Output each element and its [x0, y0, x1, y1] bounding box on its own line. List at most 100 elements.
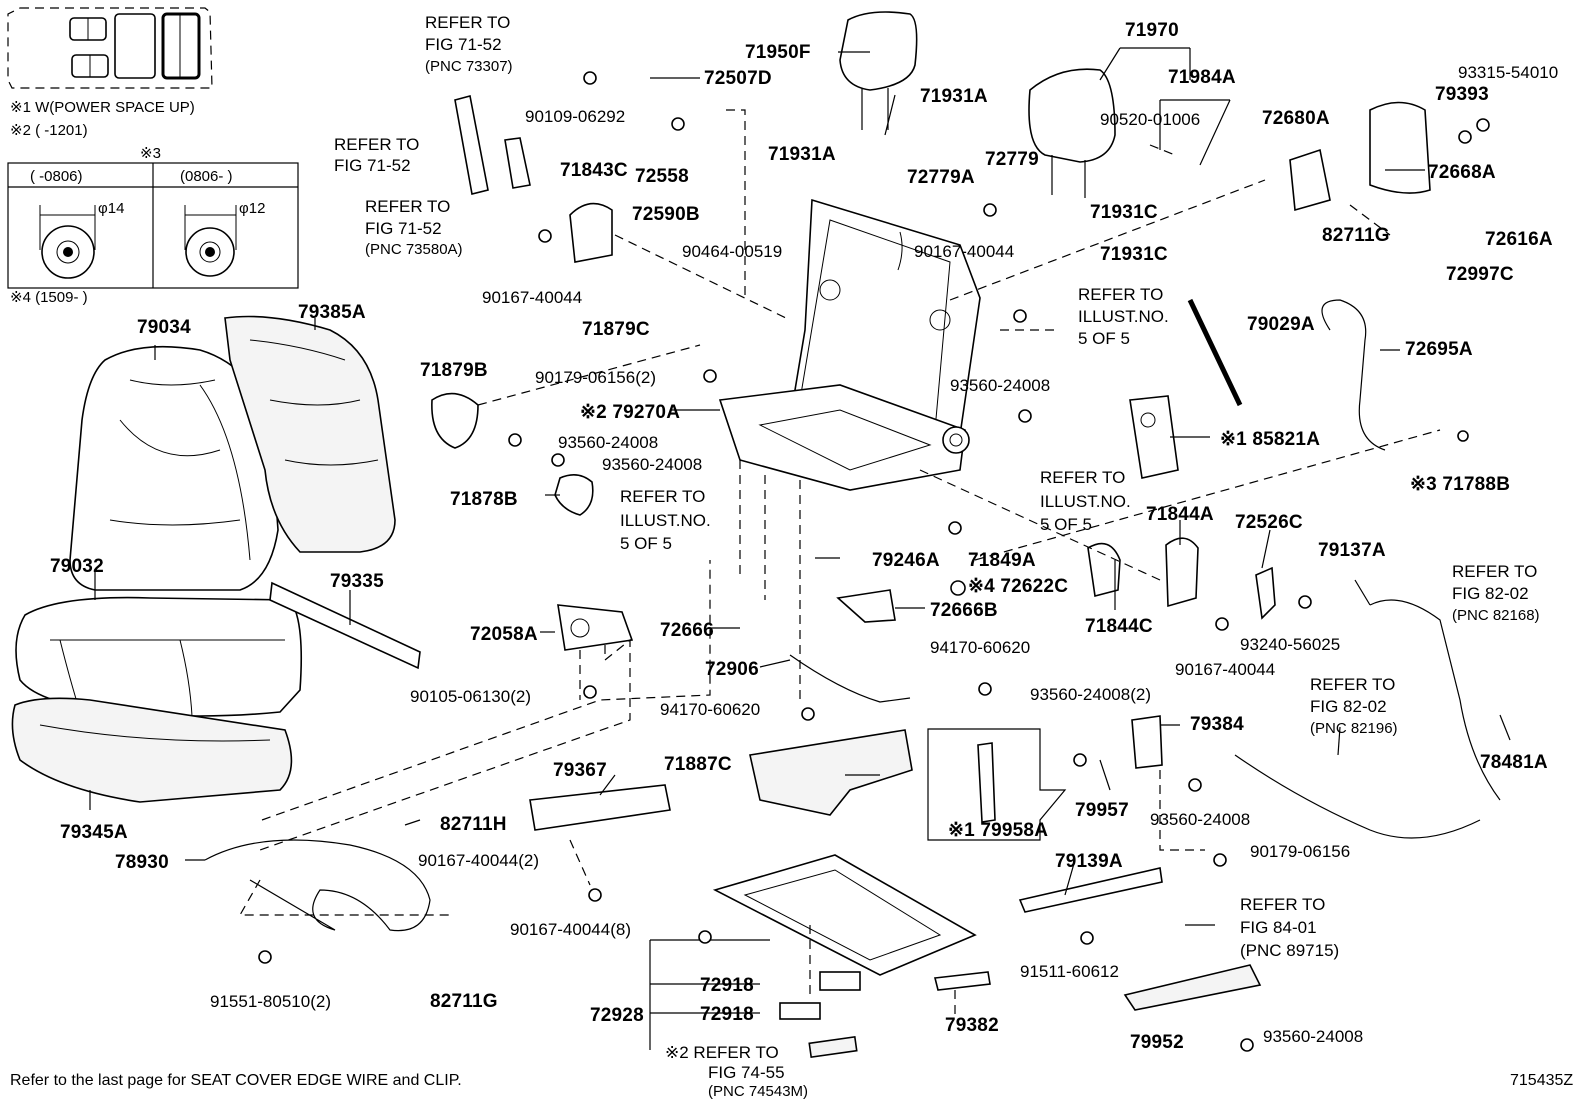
callout-79393: 79393 — [1435, 84, 1489, 105]
callout-91551-80510-2: 91551-80510(2) — [210, 992, 331, 1011]
callout-90167-40044-a: 90167-40044 — [482, 288, 582, 307]
svg-text:FIG 71-52: FIG 71-52 — [334, 156, 411, 175]
callout-79384: 79384 — [1190, 714, 1244, 735]
callout-78481A: 78481A — [1480, 752, 1548, 773]
vehicle-seat-map-icon — [69, 12, 201, 80]
callout-79335: 79335 — [330, 571, 384, 592]
svg-text:REFER TO: REFER TO — [334, 135, 419, 154]
wire-72906 — [789, 654, 911, 703]
plate-79382 — [934, 971, 991, 991]
svg-text:(PNC 74543M): (PNC 74543M) — [708, 1083, 808, 1099]
callout-79958A: ※1 79958A — [948, 820, 1048, 841]
callout-90109-06292: 90109-06292 — [525, 107, 625, 126]
refer-to-fig-82-02-a: REFER TO FIG 82-02 (PNC 82168) — [1452, 562, 1540, 624]
refer-to-fig-84-01: REFER TO FIG 84-01 (PNC 89715) — [1240, 895, 1339, 960]
callout-91511-60612: 91511-60612 — [1020, 962, 1119, 981]
callout-71970: 71970 — [1125, 20, 1179, 41]
refer-to-fig-82-02-b: REFER TO FIG 82-02 (PNC 82196) — [1310, 675, 1398, 737]
seat-cushion-pad-79345A — [11, 697, 293, 803]
callout-71950F: 71950F — [745, 42, 811, 63]
cover-71844C — [1087, 542, 1121, 597]
callout-71887C: 71887C — [664, 754, 732, 775]
cover-79952 — [1123, 964, 1262, 1011]
refer-to-fig-74-55: ※2 REFER TO FIG 74-55 (PNC 74543M) — [665, 1043, 808, 1099]
svg-text:REFER TO: REFER TO — [1240, 895, 1325, 914]
callout-90167-40044-8: 90167-40044(8) — [510, 920, 631, 939]
footer-note: Refer to the last page for SEAT COVER ED… — [10, 1072, 462, 1089]
callout-71879C: 71879C — [582, 319, 650, 340]
callout-72666: 72666 — [660, 620, 714, 641]
callout-82711H: 82711H — [440, 814, 507, 835]
callout-72779: 72779 — [985, 149, 1039, 170]
callout-72680A: 72680A — [1262, 108, 1330, 129]
callout-93560-24008-2: 93560-24008(2) — [1030, 685, 1151, 704]
callout-71931C-2: 71931C — [1100, 244, 1168, 265]
callout-labels: 71950F 72507D 90109-06292 72558 71843C 7… — [50, 20, 1558, 1053]
seat-cushion-frame-79270A — [718, 384, 970, 491]
seat-cushion-cover-79032 — [15, 596, 302, 717]
svg-text:(PNC 73580A): (PNC 73580A) — [365, 241, 463, 258]
callout-72668A: 72668A — [1428, 162, 1496, 183]
callout-72666B: 72666B — [930, 600, 998, 621]
leader-lines — [89, 47, 1511, 1050]
callout-71931A-2: 71931A — [768, 144, 836, 165]
callout-72058A: 72058A — [470, 624, 538, 645]
callout-79382: 79382 — [945, 1015, 999, 1036]
cover-71878B — [554, 474, 594, 516]
callout-93240-56025: 93240-56025 — [1240, 635, 1340, 654]
washer-diameter-14-icon — [39, 205, 96, 279]
cable-78930 — [204, 839, 431, 932]
callout-72526C: 72526C — [1235, 512, 1303, 533]
callout-90167-40044-b: 90167-40044 — [914, 242, 1014, 261]
callout-79367: 79367 — [553, 760, 607, 781]
callout-72928: 72928 — [590, 1005, 644, 1026]
callout-90464-00519: 90464-00519 — [682, 242, 782, 261]
diameter-14-label: φ14 — [98, 200, 124, 217]
cover-72666B — [836, 589, 896, 623]
callout-72918-1: 72918 — [700, 975, 754, 996]
callout-72918-2: 72918 — [700, 1004, 754, 1025]
washer-diameter-12-icon — [184, 205, 237, 277]
svg-text:5 OF 5: 5 OF 5 — [1078, 329, 1130, 348]
callout-72906: 72906 — [705, 659, 759, 680]
callout-79246A: 79246A — [872, 550, 940, 571]
callout-71878B: 71878B — [450, 489, 518, 510]
assembly-dash-lines — [238, 109, 1441, 1015]
callout-78930: 78930 — [115, 852, 169, 873]
belt-buckle — [454, 95, 531, 195]
callout-93560-24008-b: 93560-24008 — [602, 455, 702, 474]
bracket-72058A — [557, 604, 634, 651]
callout-71788B: ※3 71788B — [1410, 474, 1510, 495]
diameter-12-label: φ12 — [239, 200, 265, 217]
svg-text:FIG 71-52: FIG 71-52 — [365, 219, 442, 238]
headrest-71970 — [1028, 68, 1116, 198]
refer-to-illust-5-of-5-b: REFER TO ILLUST.NO. 5 OF 5 — [1040, 468, 1131, 534]
refer-to-notes: REFER TO FIG 71-52 (PNC 73307) REFER TO … — [334, 13, 1540, 1099]
callout-72622C: ※4 72622C — [968, 576, 1068, 597]
callout-79034: 79034 — [137, 317, 191, 338]
svg-text:REFER TO: REFER TO — [1310, 675, 1395, 694]
svg-text:REFER TO: REFER TO — [620, 487, 705, 506]
callout-71843C: 71843C — [560, 160, 628, 181]
callout-72558: 72558 — [635, 166, 689, 187]
callout-93560-24008-d: 93560-24008 — [1150, 810, 1250, 829]
seat-back-cover-79034 — [69, 345, 279, 591]
callout-79032: 79032 — [50, 556, 104, 577]
svg-text:REFER TO: REFER TO — [365, 197, 450, 216]
callout-71984A: 71984A — [1168, 67, 1236, 88]
callout-71931A-1: 71931A — [920, 86, 988, 107]
legend: ※1 W(POWER SPACE UP) ※2 ( -1201) ※3 ( -0… — [7, 7, 299, 306]
callout-71879B: 71879B — [420, 360, 488, 381]
callout-79270A: ※2 79270A — [580, 402, 680, 423]
callout-72590B: 72590B — [632, 204, 700, 225]
svg-text:REFER TO: REFER TO — [425, 13, 510, 32]
diagram-code: 715435Z — [1510, 1072, 1574, 1089]
callout-94170-60620-b: 94170-60620 — [660, 700, 760, 719]
lever-72526C — [1255, 566, 1276, 620]
callout-71844C: 71844C — [1085, 616, 1153, 637]
svg-text:REFER TO: REFER TO — [1452, 562, 1537, 581]
svg-text:5 OF 5: 5 OF 5 — [1040, 515, 1092, 534]
svg-text:ILLUST.NO.: ILLUST.NO. — [620, 511, 711, 530]
refer-to-fig-71-52-b: REFER TO FIG 71-52 — [334, 135, 419, 175]
trim-79335 — [269, 581, 421, 670]
